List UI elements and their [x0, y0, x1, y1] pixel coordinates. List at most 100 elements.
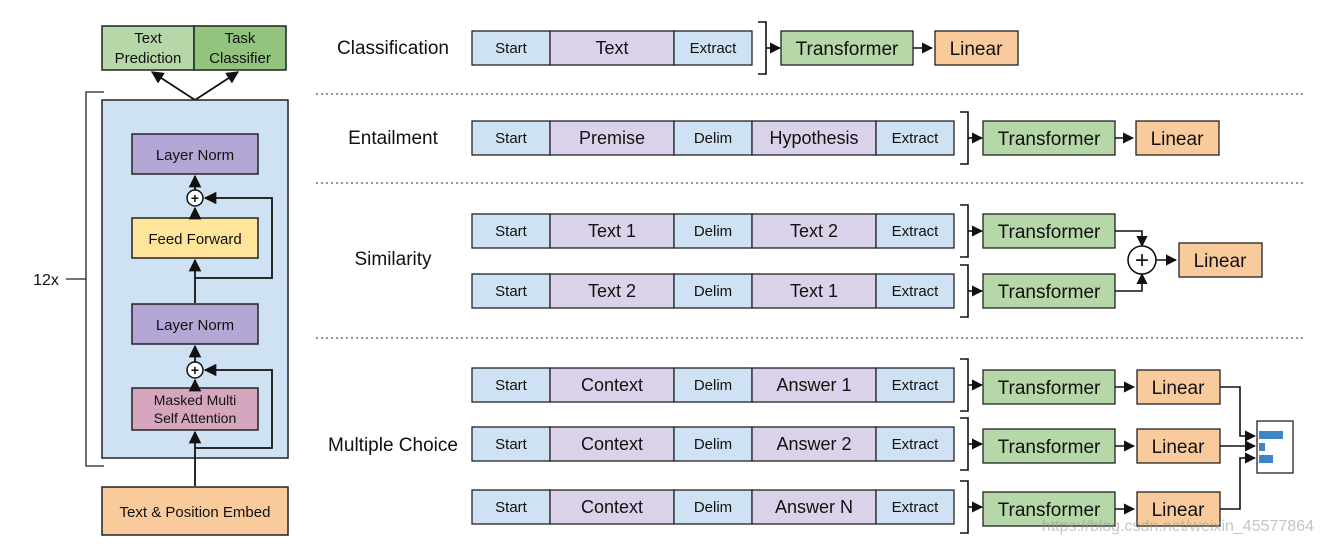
entailment-token-1 [549, 120, 675, 156]
text-prediction-label-2: Prediction [115, 50, 182, 67]
classification-label: Classification [337, 38, 449, 59]
mc-bracket-2 [960, 480, 969, 534]
mc-row-2-token-1 [549, 489, 675, 525]
mc-row-2-token-label-2: Delim [694, 499, 732, 516]
entailment-token-2 [673, 120, 753, 156]
masked-attention-label-1: Masked Multi [154, 392, 236, 408]
add-icon-top: + [191, 190, 199, 206]
classification-token-1 [549, 30, 675, 66]
similarity-row-1-token-label-2: Delim [694, 283, 732, 300]
mc-linear-label-0: Linear [1152, 378, 1205, 399]
softmax-bar-1 [1259, 431, 1283, 439]
entailment-token-label-1: Premise [579, 128, 645, 148]
text-prediction-box [101, 25, 195, 71]
mc-row-2-token-label-3: Answer N [775, 497, 853, 517]
entailment-transformer-label: Transformer [998, 129, 1101, 150]
mc-transformer-label-0: Transformer [998, 378, 1101, 399]
mc-row-1-token-label-3: Answer 2 [776, 434, 851, 454]
softmax-bar-2 [1259, 443, 1265, 451]
layer-norm-bottom-label: Layer Norm [156, 317, 234, 334]
add-icon-bottom: + [191, 362, 199, 378]
mc-row-1-token-label-2: Delim [694, 436, 732, 453]
embed-label: Text & Position Embed [120, 504, 271, 521]
task-classifier-label-1: Task [225, 30, 256, 47]
similarity-merge-bottom [1115, 272, 1148, 292]
layer-norm-bottom-box [131, 303, 259, 345]
mc-connector-0 [1220, 386, 1257, 442]
similarity-label: Similarity [354, 249, 432, 270]
mc-row-0-token-label-0: Start [495, 377, 528, 394]
layer-norm-top-label: Layer Norm [156, 147, 234, 164]
mc-row-0-token-label-2: Delim [694, 377, 732, 394]
mc-linear-box-0 [1136, 369, 1221, 405]
mc-transformer-box-1 [982, 428, 1116, 464]
layer-norm-top-box [131, 133, 259, 175]
classification-token-label-1: Text [595, 38, 628, 58]
classification-token-label-2: Extract [690, 40, 738, 57]
mc-row-0-token-label-4: Extract [892, 377, 940, 394]
similarity-row-1-token-label-1: Text 2 [588, 281, 636, 301]
residual-bottom [195, 363, 273, 449]
similarity-row-1-token-1 [549, 273, 675, 309]
similarity-row-0-token-1 [549, 213, 675, 249]
mc-row-1-token-label-4: Extract [892, 436, 940, 453]
mc-row-0-token-1 [549, 367, 675, 403]
mc-row-0-token-3 [751, 367, 877, 403]
similarity-row-1-token-0 [471, 273, 551, 309]
similarity-row-0-token-label-0: Start [495, 223, 528, 240]
mc-row-0-token-label-1: Context [581, 375, 643, 395]
entailment-token-label-0: Start [495, 130, 528, 147]
similarity-row-0-token-label-4: Extract [892, 223, 940, 240]
similarity-row-0-token-label-2: Delim [694, 223, 732, 240]
entailment-token-label-4: Extract [892, 130, 940, 147]
classification-token-2 [673, 30, 753, 66]
classification-transformer-label: Transformer [796, 39, 899, 60]
task-classifier-label-2: Classifier [209, 50, 271, 67]
entailment-token-label-2: Delim [694, 130, 732, 147]
masked-attention-label-2: Self Attention [154, 410, 237, 426]
similarity-row-1-token-2 [673, 273, 753, 309]
similarity-add-icon: + [1135, 247, 1149, 274]
similarity-row-0-token-0 [471, 213, 551, 249]
entailment-linear-box [1135, 120, 1220, 156]
similarity-linear-box [1178, 242, 1263, 278]
classification-bracket [758, 21, 767, 75]
similarity-transformer-label-1: Transformer [998, 282, 1101, 303]
similarity-row-1-token-4 [875, 273, 955, 309]
entailment-token-label-3: Hypothesis [769, 128, 858, 148]
similarity-merge-top [1115, 230, 1148, 248]
repeat-label: 12x [33, 272, 59, 289]
mc-row-1-token-4 [875, 426, 955, 462]
mc-row-2-token-0 [471, 489, 551, 525]
classification-token-label-0: Start [495, 40, 528, 57]
mc-linear-box-2 [1136, 491, 1221, 527]
feed-forward-box [131, 217, 259, 259]
similarity-transformer-box-0 [982, 213, 1116, 249]
mc-linear-box-1 [1136, 428, 1221, 464]
mc-row-0-token-label-3: Answer 1 [776, 375, 851, 395]
residual-top [195, 191, 273, 279]
entailment-label: Entailment [348, 128, 438, 149]
mc-bracket-1 [960, 417, 969, 471]
mc-bracket-0 [960, 358, 969, 412]
mc-row-2-token-3 [751, 489, 877, 525]
similarity-row-1-token-3 [751, 273, 877, 309]
similarity-row-1-token-label-3: Text 1 [790, 281, 838, 301]
arrow-to-task-classifier [194, 71, 240, 101]
similarity-row-1-token-label-0: Start [495, 283, 528, 300]
mc-row-0-token-2 [673, 367, 753, 403]
mc-row-1-token-1 [549, 426, 675, 462]
mc-row-2-token-label-0: Start [495, 499, 528, 516]
mc-row-1-token-3 [751, 426, 877, 462]
watermark: https://blog.csdn.net/weixin_45577864 [1041, 518, 1314, 535]
feed-forward-label: Feed Forward [148, 231, 241, 248]
mc-transformer-label-2: Transformer [998, 500, 1101, 521]
similarity-transformer-label-0: Transformer [998, 222, 1101, 243]
entailment-bracket [960, 111, 969, 165]
mc-row-0-token-4 [875, 367, 955, 403]
multiple-choice-label: Multiple Choice [328, 435, 458, 456]
masked-attention-box [131, 387, 259, 431]
similarity-row-0-token-label-3: Text 2 [790, 221, 838, 241]
classification-linear-label: Linear [950, 39, 1003, 60]
